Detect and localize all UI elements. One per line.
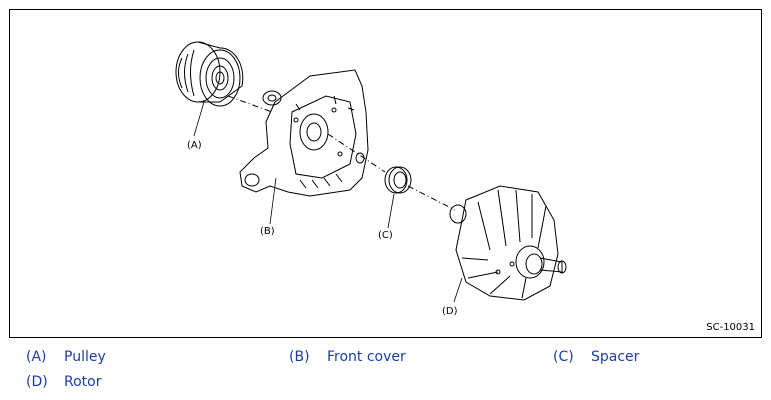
legend-code: (A) xyxy=(26,349,47,365)
legend-item-rotor: (D) Rotor xyxy=(26,374,101,390)
leader-lines xyxy=(193,101,463,303)
callout-a: (A) xyxy=(187,140,202,151)
legend-item-pulley: (A) Pulley xyxy=(26,349,106,365)
assembly-axis xyxy=(227,95,456,211)
legend-code: (B) xyxy=(289,349,310,365)
callout-c: (C) xyxy=(378,230,393,241)
diagram-drawing xyxy=(175,41,567,303)
legend-label: Pulley xyxy=(64,349,106,365)
pulley-part xyxy=(175,41,244,107)
rotor-part xyxy=(449,185,567,301)
legend-label: Spacer xyxy=(591,349,640,365)
legend: (A) Pulley (B) Front cover (C) Spacer (D) Ro… xyxy=(0,344,771,400)
exploded-diagram: (A) (B) (C) (D) SC-10031 xyxy=(9,9,762,338)
callout-b: (B) xyxy=(260,226,275,237)
legend-label: Front cover xyxy=(327,349,406,365)
legend-code: (D) xyxy=(26,374,48,390)
callout-d: (D) xyxy=(442,306,458,317)
figure-code: SC-10031 xyxy=(706,322,755,333)
legend-label: Rotor xyxy=(64,374,102,390)
front-cover-part xyxy=(239,69,369,197)
legend-item-front-cover: (B) Front cover xyxy=(289,349,406,365)
spacer-part xyxy=(355,152,412,194)
legend-item-spacer: (C) Spacer xyxy=(553,349,639,365)
legend-code: (C) xyxy=(553,349,574,365)
